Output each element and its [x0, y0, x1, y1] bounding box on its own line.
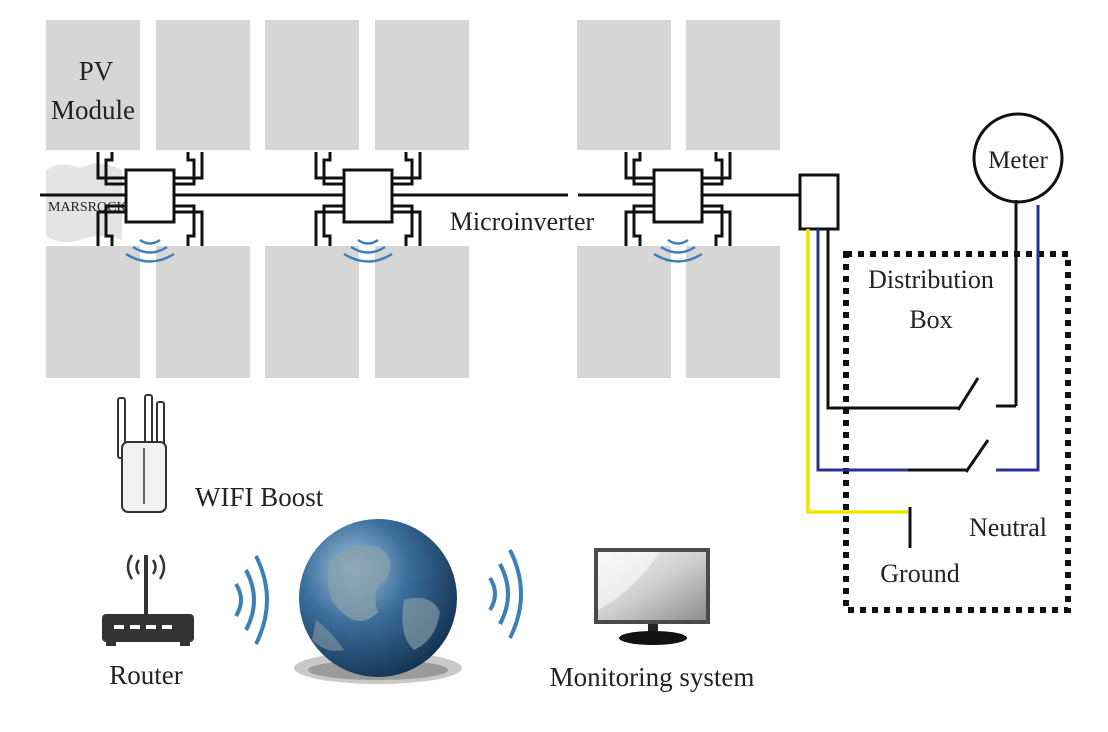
- pv-panel: [686, 20, 780, 150]
- ground-label: Ground: [880, 559, 959, 588]
- distribution-box-label: Box: [909, 305, 952, 334]
- pv-panel: [375, 20, 469, 150]
- wireless-signal-icon: [125, 238, 175, 263]
- wireless-signal-icon: [488, 549, 523, 639]
- monitoring-system-label: Monitoring system: [550, 662, 755, 692]
- microinverter-box: [652, 168, 704, 224]
- breaker-switch-icon: [908, 439, 990, 473]
- microinverter-label: Microinverter: [450, 207, 595, 236]
- pv-panel: [156, 246, 250, 378]
- pv-panel: [577, 20, 671, 150]
- pv-panel: [686, 246, 780, 378]
- wireless-signal-icon: [234, 555, 269, 645]
- pv-panel-array: [46, 20, 780, 378]
- router-label: Router: [109, 660, 183, 690]
- meter-icon: [972, 112, 1064, 204]
- microinverter-box: [342, 168, 394, 224]
- pv-panel: [46, 246, 140, 378]
- ac-junction-box: [798, 173, 840, 231]
- pv-module-label: Module: [51, 95, 135, 125]
- live-wire: [826, 200, 1018, 411]
- pv-panel: [265, 20, 359, 150]
- pv-panel: [156, 20, 250, 150]
- pv-panel: [577, 246, 671, 378]
- pv-panel: [265, 246, 359, 378]
- pv-panel: [375, 246, 469, 378]
- neutral-wire: [816, 205, 1040, 472]
- watermark-logo: MARSROCK: [46, 163, 127, 243]
- distribution-box-outline: [843, 251, 1071, 613]
- distribution-box-label-bg: [850, 264, 1010, 340]
- wifi-booster-icon: [117, 394, 167, 513]
- microinverter-box: [124, 168, 176, 224]
- ground-wire: [806, 229, 908, 514]
- wifi-boost-label: WIFI Boost: [195, 482, 324, 512]
- meter-label: Meter: [988, 147, 1048, 174]
- wireless-signal-icon: [653, 238, 703, 263]
- microinverter-unit: [96, 152, 204, 263]
- pv-module-label: PV: [79, 56, 114, 86]
- router-icon: [102, 554, 194, 646]
- neutral-label: Neutral: [969, 513, 1047, 542]
- distribution-box-label: Distribution: [868, 265, 994, 294]
- pv-panel: [46, 20, 140, 150]
- globe-icon: [294, 519, 462, 684]
- microinverter-unit: [624, 152, 732, 263]
- microinverter-unit: [314, 152, 422, 263]
- monitor-icon: [594, 548, 710, 645]
- microinverter-label-bg: [434, 204, 610, 240]
- wireless-signal-icon: [343, 238, 393, 263]
